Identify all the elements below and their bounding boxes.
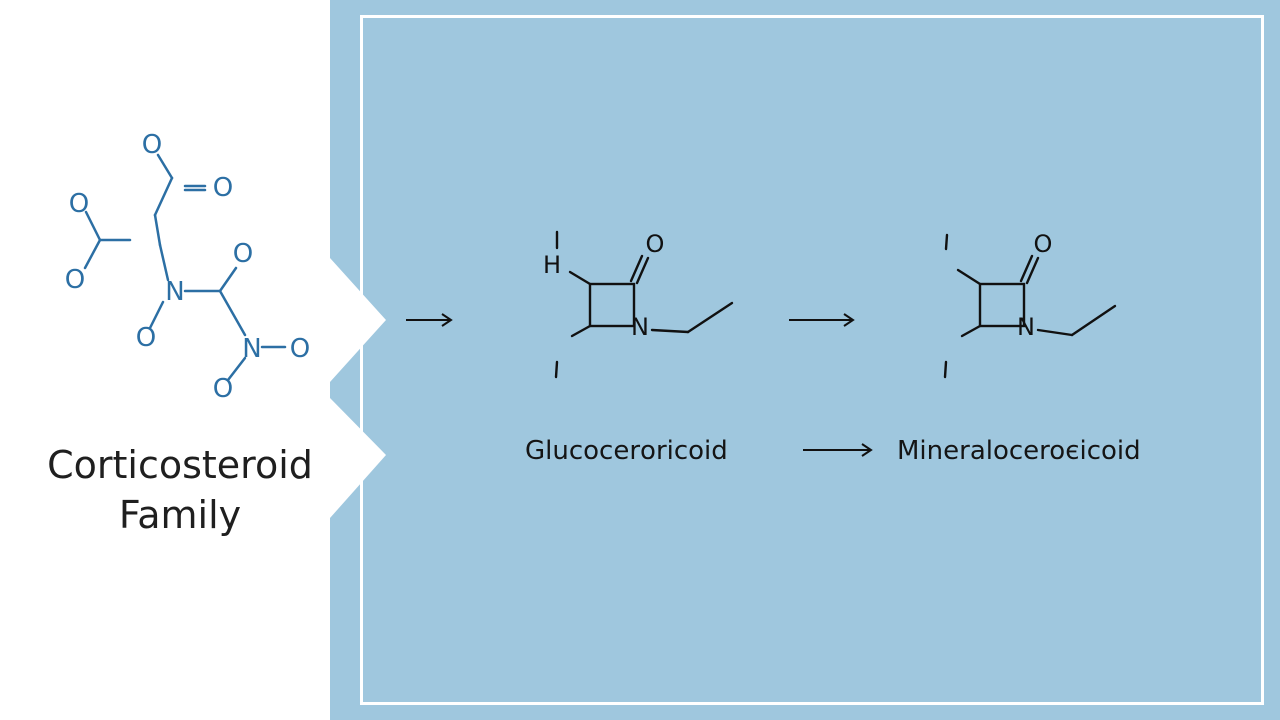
- title-line-1: Corticosteroid: [47, 443, 313, 487]
- diagram-panel: H O N O N Glucocerоricoid Mineralocer: [330, 0, 1280, 720]
- molecule-structure-1: [554, 230, 734, 379]
- molecule-atom-o: O: [136, 323, 156, 353]
- molecule-atom-n: N: [165, 277, 184, 307]
- mineralocorticoid-label: Mineraloceroєicoid: [897, 436, 1141, 466]
- molecule-atom-n: N: [242, 334, 261, 364]
- molecule-atom-o: O: [65, 265, 85, 295]
- molecule-structure-2: [943, 233, 1117, 379]
- diagram-frame: [360, 15, 1264, 705]
- corticosteroid-molecule-diagram: O O O O N O O N O O: [65, 130, 310, 404]
- page-title: Corticosteroid Family: [0, 440, 360, 540]
- arrow-icon-middle: [789, 313, 855, 327]
- molecule-atom-o: O: [142, 130, 162, 160]
- structure-1-atom-n: N: [631, 313, 649, 341]
- arrow-icon-labels: [803, 443, 873, 457]
- structure-1-atom-o: O: [646, 230, 665, 258]
- molecule-atom-o: O: [69, 189, 89, 219]
- molecule-atom-o: O: [290, 334, 310, 364]
- molecule-atom-o: O: [213, 374, 233, 404]
- molecule-atom-o: O: [213, 173, 233, 203]
- reaction-flow: H O N O N: [406, 230, 1117, 457]
- structure-1-atom-h: H: [543, 251, 561, 279]
- title-line-2: Family: [118, 493, 242, 537]
- glucocorticoid-label: Glucocerоricoid: [525, 436, 728, 466]
- structure-2-atom-n: N: [1017, 313, 1035, 341]
- structure-2-atom-o: O: [1034, 230, 1053, 258]
- arrow-icon-leading: [406, 313, 453, 327]
- left-panel: O O O O N O O N O O Corticosteroid Famil…: [0, 0, 330, 720]
- molecule-atom-o: O: [233, 239, 253, 269]
- panel-notches: [330, 258, 386, 518]
